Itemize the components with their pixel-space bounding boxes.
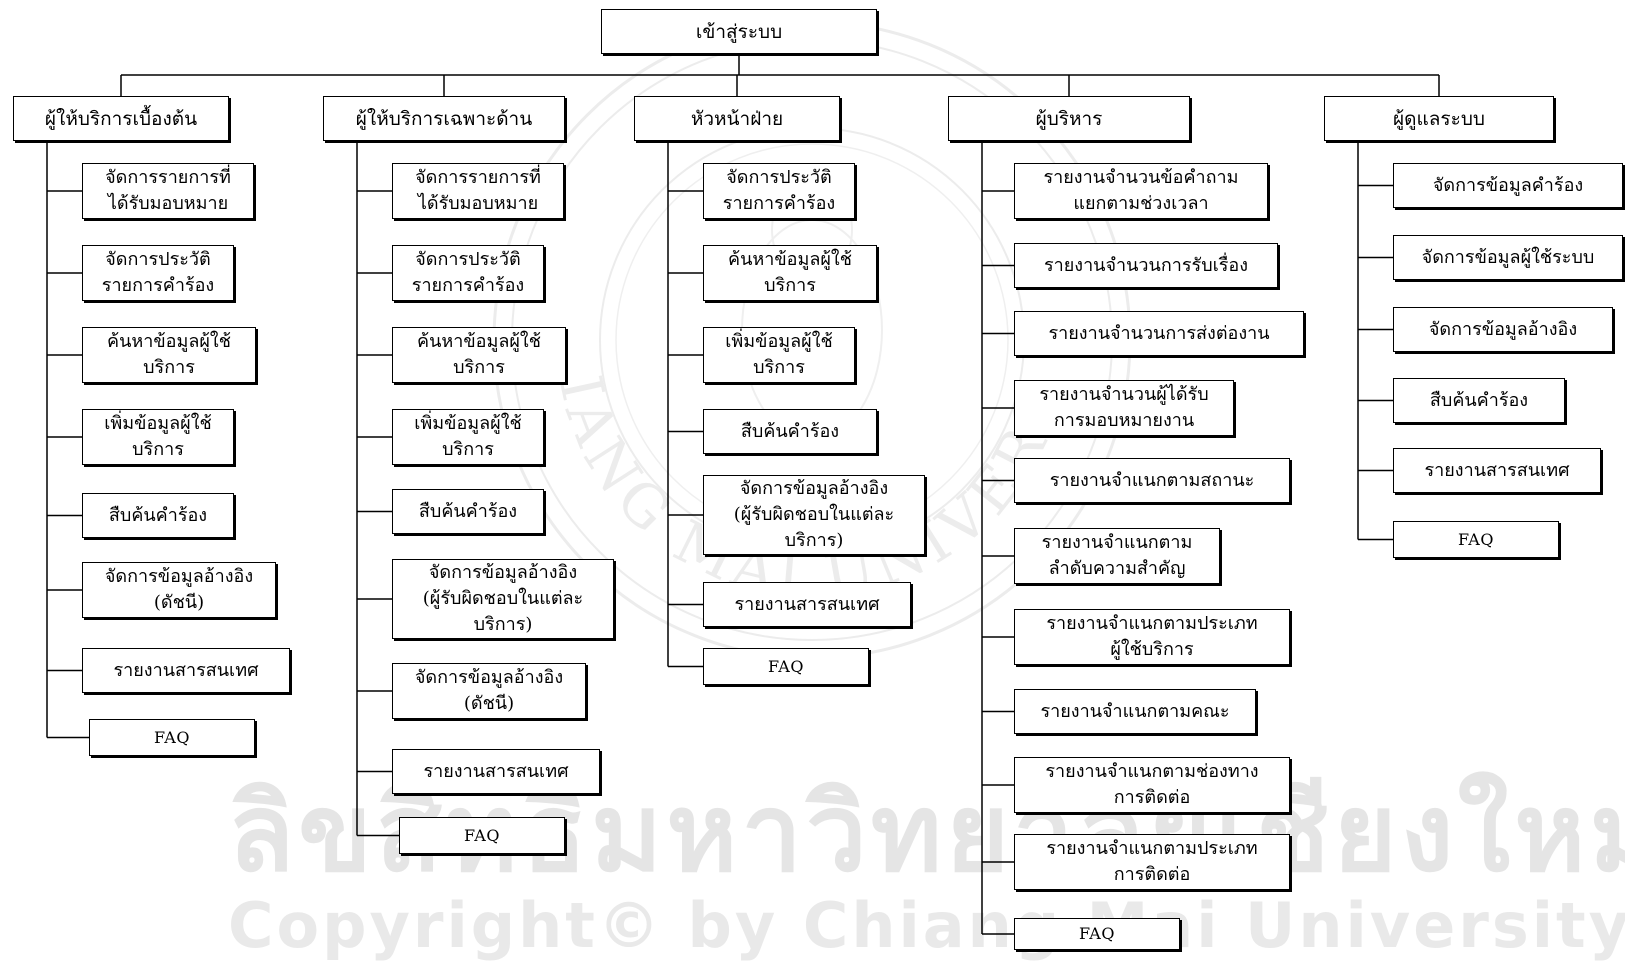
menu-item: รายงานจำแนกตามประเภท ผู้ใช้บริการ [1014, 609, 1290, 665]
menu-item: จัดการข้อมูลอ้างอิง (ดัชนี) [392, 663, 586, 719]
menu-item: รายงานสารสนเทศ [703, 582, 911, 627]
menu-item: จัดการข้อมูลคำร้อง [1393, 163, 1623, 208]
menu-item: จัดการประวัติ รายการคำร้อง [703, 163, 855, 219]
menu-item: จัดการรายการที่ ได้รับมอบหมาย [82, 163, 254, 219]
menu-item: สืบค้นคำร้อง [82, 493, 234, 538]
role-box: ผู้ให้บริการเฉพาะด้าน [323, 96, 565, 141]
menu-item: จัดการข้อมูลผู้ใช้ระบบ [1393, 235, 1623, 280]
menu-item: รายงานจำแนกตาม ลำดับความสำคัญ [1014, 528, 1220, 584]
menu-item: รายงานจำแนกตามสถานะ [1014, 458, 1290, 503]
menu-item: รายงานจำแนกตามประเภท การติดต่อ [1014, 834, 1290, 890]
faq-item: FAQ [399, 817, 565, 854]
menu-item: รายงานสารสนเทศ [392, 749, 600, 794]
menu-item: จัดการข้อมูลอ้างอิง [1393, 307, 1613, 352]
menu-item: ค้นหาข้อมูลผู้ใช้ บริการ [703, 245, 877, 301]
faq-item: FAQ [89, 719, 255, 756]
role-box: ผู้ดูแลระบบ [1324, 96, 1554, 141]
menu-item: รายงานสารสนเทศ [82, 648, 290, 693]
menu-item: เพิ่มข้อมูลผู้ใช้ บริการ [82, 409, 234, 465]
menu-item: จัดการประวัติ รายการคำร้อง [82, 245, 234, 301]
menu-item: จัดการรายการที่ ได้รับมอบหมาย [392, 163, 564, 219]
menu-item: จัดการข้อมูลอ้างอิง (ผู้รับผิดชอบในแต่ละ… [703, 475, 925, 555]
role-label: ผู้บริหาร [1035, 107, 1103, 130]
faq-item: FAQ [1014, 918, 1180, 950]
root-box: เข้าสู่ระบบ [601, 9, 877, 54]
role-label: หัวหน้าฝ่าย [690, 107, 784, 130]
menu-item: รายงานจำนวนการรับเรื่อง [1014, 243, 1278, 288]
faq-item: FAQ [1393, 521, 1559, 558]
menu-item: สืบค้นคำร้อง [392, 489, 544, 534]
menu-item: จัดการประวัติ รายการคำร้อง [392, 245, 544, 301]
menu-item: รายงานสารสนเทศ [1393, 448, 1601, 493]
menu-item: รายงานจำนวนการส่งต่องาน [1014, 311, 1304, 356]
menu-item: รายงานจำนวนข้อคำถาม แยกตามช่วงเวลา [1014, 163, 1268, 219]
menu-item: สืบค้นคำร้อง [1393, 378, 1565, 423]
menu-item: เพิ่มข้อมูลผู้ใช้ บริการ [703, 327, 855, 383]
menu-item: รายงานจำนวนผู้ได้รับ การมอบหมายงาน [1014, 380, 1234, 436]
menu-item: จัดการข้อมูลอ้างอิง (ดัชนี) [82, 562, 276, 618]
role-label: ผู้ดูแลระบบ [1393, 107, 1485, 130]
menu-item: จัดการข้อมูลอ้างอิง (ผู้รับผิดชอบในแต่ละ… [392, 559, 614, 639]
role-box: ผู้บริหาร [948, 96, 1190, 141]
menu-item: รายงานจำแนกตามช่องทาง การติดต่อ [1014, 757, 1290, 813]
menu-item: รายงานจำแนกตามคณะ [1014, 689, 1256, 734]
role-box: หัวหน้าฝ่าย [634, 96, 840, 141]
role-box: ผู้ให้บริการเบื้องต้น [13, 96, 229, 141]
menu-item: ค้นหาข้อมูลผู้ใช้ บริการ [392, 327, 566, 383]
role-label: ผู้ให้บริการเฉพาะด้าน [355, 107, 533, 130]
menu-item: เพิ่มข้อมูลผู้ใช้ บริการ [392, 409, 544, 465]
root-label: เข้าสู่ระบบ [695, 20, 783, 43]
faq-item: FAQ [703, 648, 869, 685]
menu-item: สืบค้นคำร้อง [703, 409, 877, 454]
menu-item: ค้นหาข้อมูลผู้ใช้ บริการ [82, 327, 256, 383]
role-label: ผู้ให้บริการเบื้องต้น [44, 107, 198, 130]
